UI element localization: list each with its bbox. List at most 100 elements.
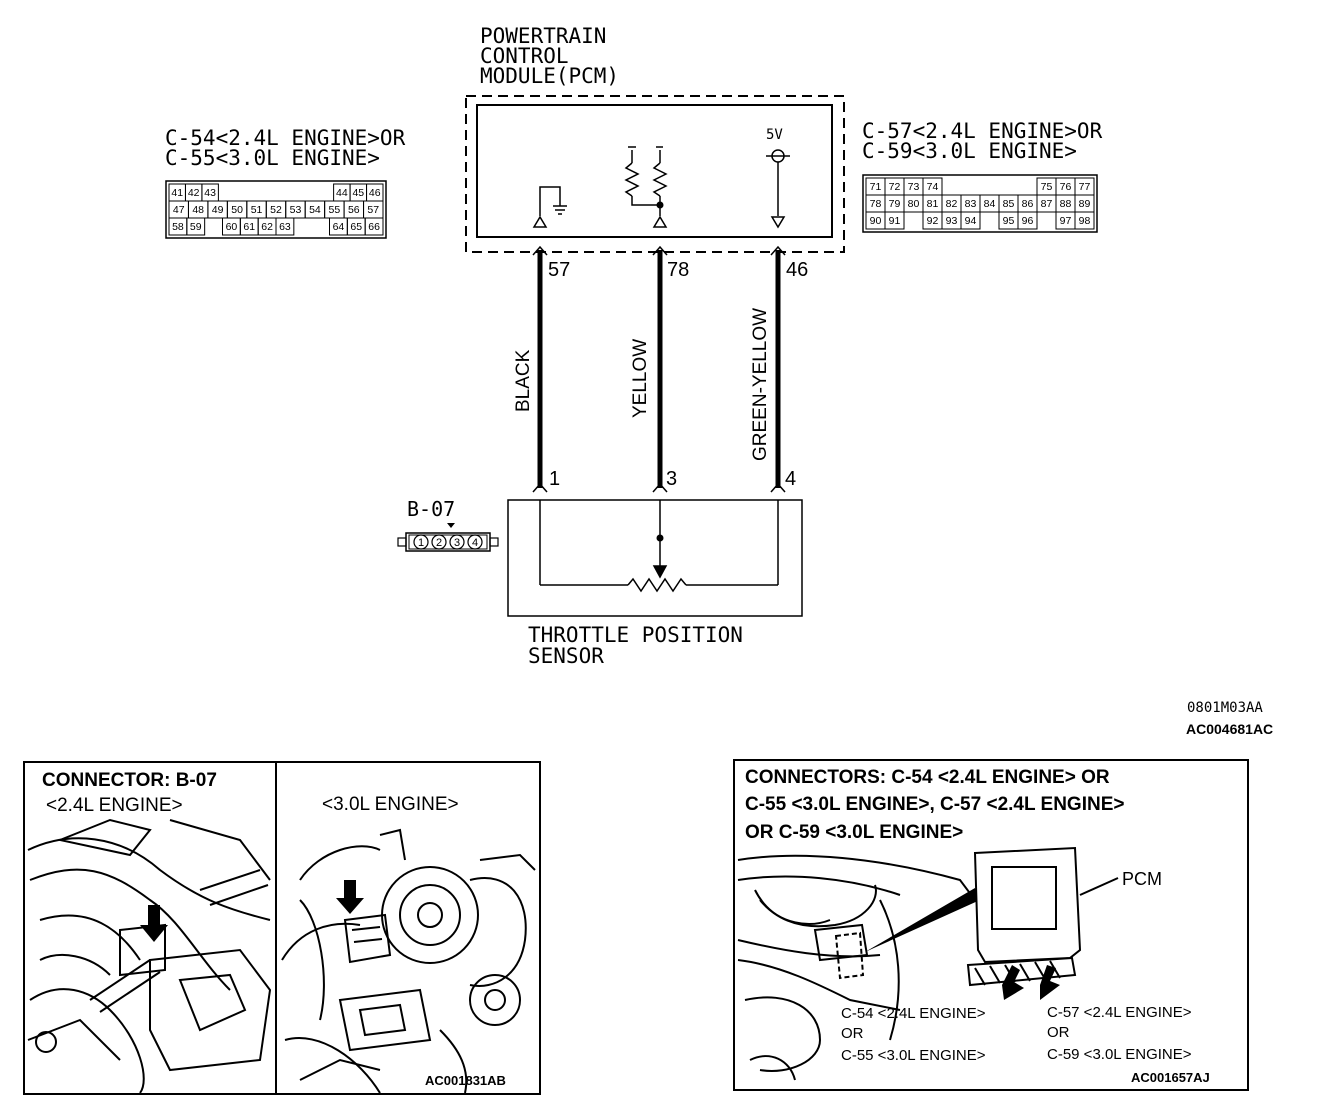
pin-cell: [960, 211, 981, 230]
pin-number: 59: [190, 221, 202, 233]
pin-number: 44: [336, 187, 348, 199]
svg-text:C-55<3.0L ENGINE>: C-55<3.0L ENGINE>: [165, 146, 380, 170]
pin-number: 87: [1041, 198, 1053, 210]
pcm-pin-78: 78: [667, 259, 689, 281]
connector-pcm-panel: CONNECTORS: C-54 <2.4L ENGINE> OR C-55 <…: [733, 759, 1249, 1091]
right-connector-callout: C-57 <2.4L ENGINE> OR C-59 <3.0L ENGINE>: [1047, 1004, 1192, 1063]
panel-left-title: CONNECTOR: B-07: [42, 770, 217, 791]
wire-color-labels: BLACK YELLOW GREEN-YELLOW: [513, 308, 771, 461]
supply-source-icon: [766, 149, 790, 216]
junction-dot: [656, 201, 664, 209]
pin-number: 47: [173, 204, 185, 216]
wiper-junction-dot: [656, 534, 664, 542]
connector-pin: [449, 534, 465, 550]
pointer-arrow-icon: [336, 880, 364, 914]
svg-text:C-55 <3.0L ENGINE>: C-55 <3.0L ENGINE>: [841, 1047, 986, 1064]
sensor-pin-numbers: 1 3 4: [549, 468, 796, 490]
connector-pin-number: 1: [418, 537, 424, 549]
svg-text:C-54 <2.4L ENGINE>: C-54 <2.4L ENGINE>: [841, 1005, 986, 1022]
left-connector-callout: C-54 <2.4L ENGINE> OR C-55 <3.0L ENGINE>: [841, 1005, 986, 1064]
pin-number: 74: [927, 181, 939, 193]
pcm-module-illustration: [966, 846, 1082, 987]
connector-b07-panel: CONNECTOR: B-07 <2.4L ENGINE> <3.0L ENGI…: [23, 761, 541, 1095]
pin-number: 77: [1079, 181, 1091, 193]
wire-color-black: BLACK: [513, 349, 534, 412]
panel-left-sub2: <3.0L ENGINE>: [322, 794, 459, 815]
figure-code-2: AC004681AC: [1186, 721, 1273, 737]
pcm-box: [476, 104, 833, 238]
pcm-leader-line: [1079, 877, 1119, 896]
pin-cell: [275, 217, 295, 236]
pcm-pin-46: 46: [786, 259, 808, 281]
pin-number: 58: [172, 221, 184, 233]
pcm-callout-label: PCM: [1122, 869, 1162, 889]
pin-cell: [884, 211, 905, 230]
location-pointer: [865, 888, 980, 952]
sensor-box: [507, 499, 803, 617]
pin-number: 94: [965, 215, 977, 227]
pin-number: 72: [889, 181, 901, 193]
pin-number: 50: [231, 204, 243, 216]
pin-number: 86: [1022, 198, 1034, 210]
sensor-pin-1: 1: [549, 468, 560, 490]
pin-number: 79: [889, 198, 901, 210]
pin-number: 95: [1003, 215, 1015, 227]
svg-text:SENSOR: SENSOR: [528, 644, 604, 668]
svg-text:CONTROL: CONTROL: [480, 44, 569, 68]
svg-text:C-55 <3.0L ENGINE>, C-57 <2.4L: C-55 <3.0L ENGINE>, C-57 <2.4L ENGINE>: [745, 794, 1124, 815]
pin-number: 55: [329, 204, 341, 216]
pin-number: 42: [188, 187, 200, 199]
svg-text:C-57<2.4L ENGINE>OR: C-57<2.4L ENGINE>OR: [862, 119, 1103, 143]
pointer-arrow-icon: [140, 905, 168, 942]
wire-color-green-yellow: GREEN-YELLOW: [750, 308, 771, 461]
panel-left-sub1: <2.4L ENGINE>: [46, 795, 183, 816]
pin-number: 89: [1079, 198, 1091, 210]
pcm-pin-numbers: 57 78 46: [548, 259, 808, 281]
svg-text:C-59<3.0L ENGINE>: C-59<3.0L ENGINE>: [862, 139, 1077, 163]
connector-pin: [431, 534, 447, 550]
pin-number: 46: [369, 187, 381, 199]
sensor-pin-3: 3: [666, 468, 677, 490]
pointer-arrow-icon: [1002, 965, 1024, 1000]
pin-number: 51: [251, 204, 263, 216]
svg-text:C-59 <3.0L ENGINE>: C-59 <3.0L ENGINE>: [1047, 1046, 1192, 1063]
pin-number: 66: [368, 221, 380, 233]
pin-number: 60: [226, 221, 238, 233]
svg-text:CONNECTORS: C-54 <2.4L ENGINE>: CONNECTORS: C-54 <2.4L ENGINE> OR: [745, 767, 1110, 788]
pcm-pin-terminals: [532, 215, 786, 229]
connector-pin-number: 4: [472, 537, 478, 549]
pin-number: 45: [352, 187, 364, 199]
wire-end-arrows: [532, 245, 786, 493]
pointer-arrow-icon: [1040, 965, 1060, 1000]
pin-number: 78: [870, 198, 882, 210]
pin-number: 80: [908, 198, 920, 210]
pin-number: 92: [927, 215, 939, 227]
pin-number: 48: [192, 204, 204, 216]
pcm-outline-dashed: [465, 95, 845, 253]
pin-number: 85: [1003, 198, 1015, 210]
pin-number: 65: [350, 221, 362, 233]
pin-number: 82: [946, 198, 958, 210]
right-connector-label: C-57<2.4L ENGINE>OR C-59<3.0L ENGINE>: [862, 119, 1103, 163]
sensor-connector-id: B-07: [407, 497, 455, 521]
pin-number: 61: [243, 221, 255, 233]
pin-number: 81: [927, 198, 939, 210]
svg-text:OR C-59 <3.0L ENGINE>: OR C-59 <3.0L ENGINE>: [745, 822, 963, 843]
wire-harness: [537, 250, 781, 488]
pin-number: 91: [889, 215, 901, 227]
figure-code-1: 0801M03AA: [1187, 700, 1263, 716]
pin-number: 84: [984, 198, 996, 210]
pin-number: 52: [270, 204, 282, 216]
panel-right-code: AC001657AJ: [1131, 1070, 1210, 1085]
pull-up-resistors: [624, 146, 668, 216]
pin-number: 41: [171, 187, 183, 199]
pcm-title: POWERTRAIN CONTROL MODULE(PCM): [480, 24, 619, 88]
pin-number: 98: [1079, 215, 1091, 227]
pin-number: 73: [908, 181, 920, 193]
engine-bay-3-0l-illustration: [281, 828, 536, 1094]
pin-number: 63: [279, 221, 291, 233]
